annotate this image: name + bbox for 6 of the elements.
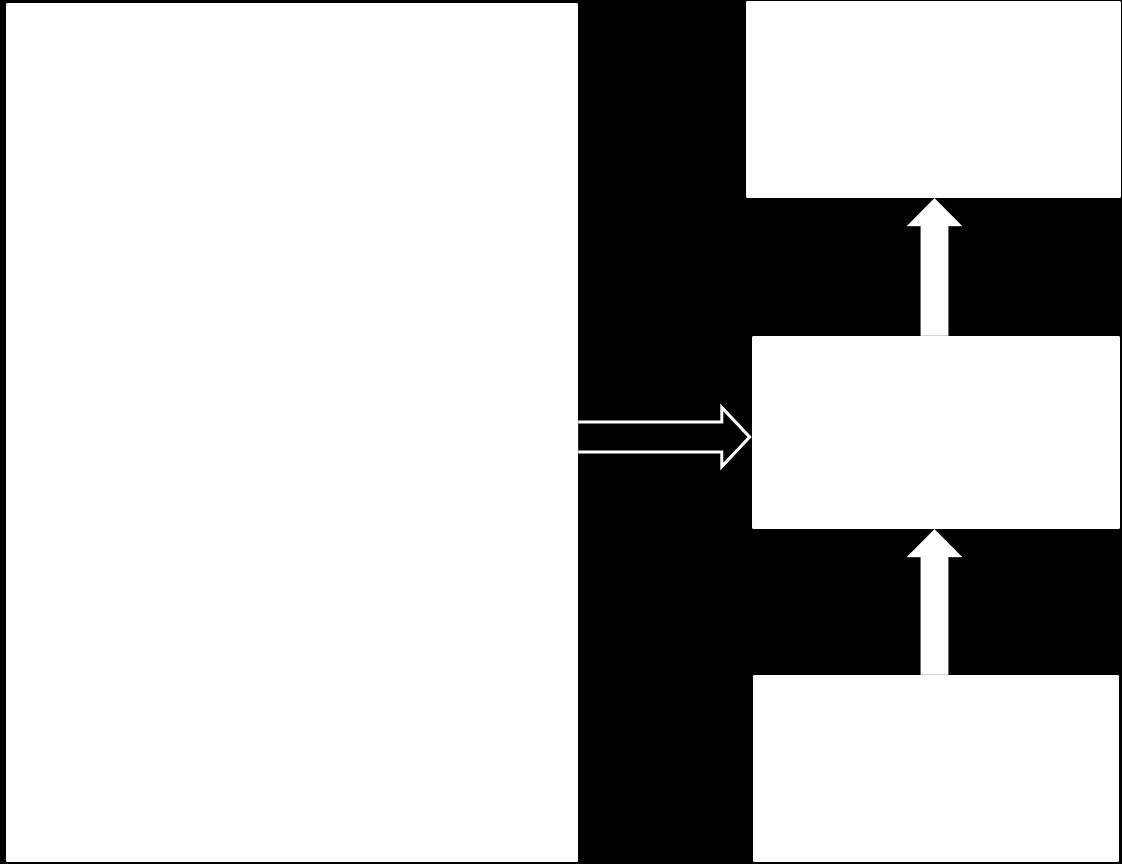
- block-arrow: [906, 198, 963, 336]
- box: [752, 336, 1120, 529]
- block-arrow: [906, 529, 963, 675]
- box: [746, 1, 1121, 198]
- box: [6, 3, 578, 862]
- box: [753, 675, 1119, 862]
